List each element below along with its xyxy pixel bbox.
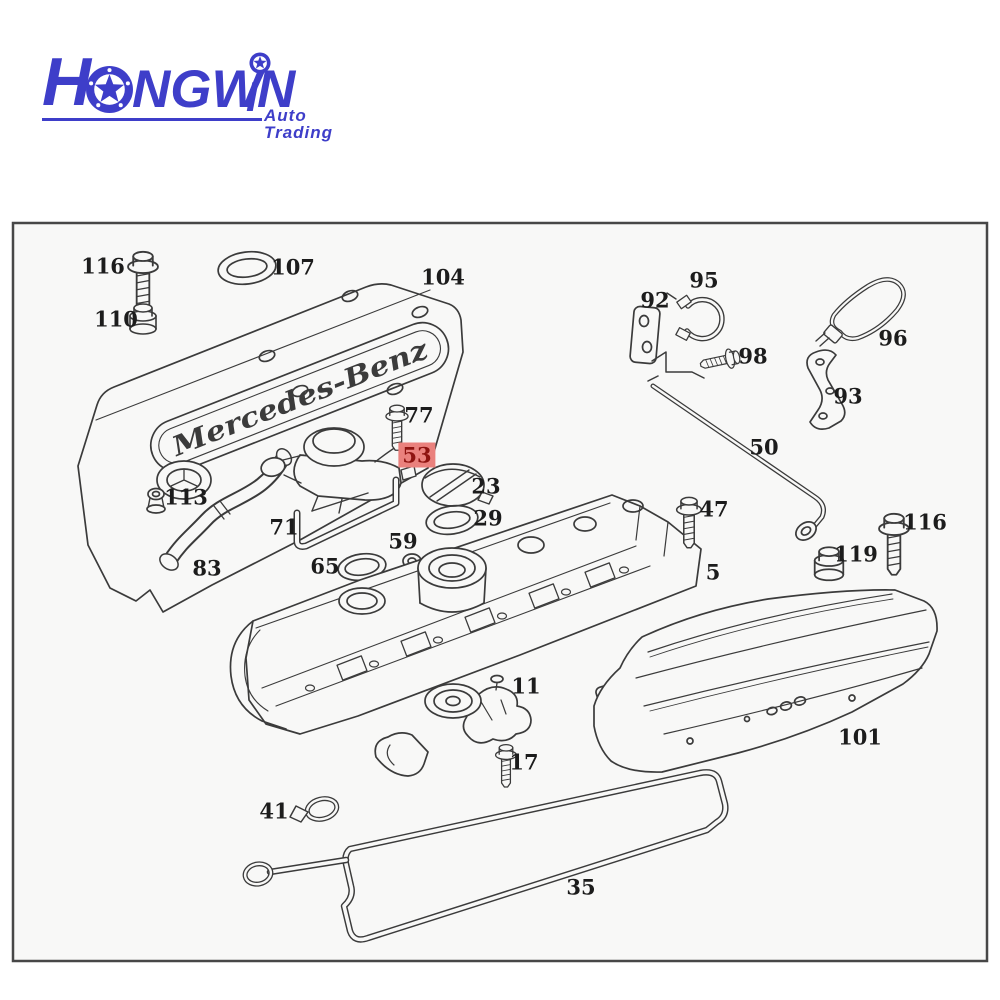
logo-letter-i: I xyxy=(246,73,258,120)
part-83-vent-hose xyxy=(159,447,293,571)
part-113-clip xyxy=(146,487,166,514)
part-71-bracket xyxy=(293,476,400,550)
part-119-grommet xyxy=(813,546,845,582)
part-23-oil-filler-cap xyxy=(421,463,494,507)
part-53-vent-valve xyxy=(260,427,417,514)
part-35-valve-cover-gasket xyxy=(242,769,729,943)
part-110-grommet xyxy=(129,303,157,335)
logo: H NGW I N Auto Trading xyxy=(40,40,380,141)
wheel-icon xyxy=(86,66,133,113)
wheel-icon-small xyxy=(249,52,271,74)
logo-underline xyxy=(42,118,262,121)
logo-tagline: Auto Trading xyxy=(264,106,334,142)
logo-letters-ngw: NGW xyxy=(132,60,262,119)
part-92-bracket xyxy=(629,305,705,379)
logo-letter-n: N xyxy=(257,60,296,119)
part-41-clip xyxy=(289,796,340,823)
part-29-sealing-ring xyxy=(425,504,479,536)
part-50-pipe xyxy=(647,375,826,541)
part-104-engine-cover: Mercedes-Benz xyxy=(77,283,464,613)
part-95-hose-clamp xyxy=(666,292,725,342)
part-5-cylinder-head-cover xyxy=(229,494,702,735)
part-101-intake-manifold xyxy=(593,589,938,773)
part-11-camshaft-adjuster xyxy=(374,674,532,777)
part-107-seal-ring xyxy=(217,250,277,286)
logo-letter-h: H xyxy=(42,44,91,120)
part-96-cable-tie xyxy=(815,277,906,347)
part-93-spring-bracket xyxy=(806,349,846,430)
